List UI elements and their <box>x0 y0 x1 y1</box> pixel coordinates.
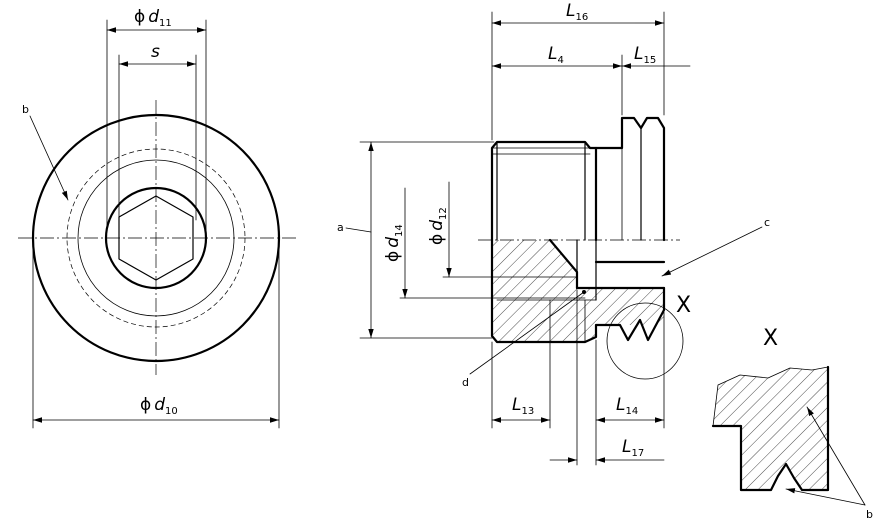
label-L4: L4 <box>548 44 564 66</box>
callout-b-detail: b <box>866 508 873 521</box>
callout-a: a <box>337 221 344 234</box>
detail-outline <box>711 365 830 492</box>
side-outline-top <box>490 140 598 242</box>
leader-a <box>345 227 372 233</box>
detail-circle-x <box>606 302 684 380</box>
detail-marker-x: X <box>676 293 691 318</box>
label-L14: L14 <box>616 395 638 417</box>
label-L15: L15 <box>634 44 656 66</box>
callout-b-left: b <box>22 103 29 116</box>
leader-d <box>469 291 585 375</box>
side-outline-bottom <box>490 238 666 344</box>
label-L13: L13 <box>512 395 534 417</box>
label-d14: ϕd14 <box>383 224 405 262</box>
callout-c: c <box>764 216 770 229</box>
leader-b-left <box>29 115 69 201</box>
label-L16: L16 <box>566 1 588 23</box>
label-s: s <box>151 42 160 62</box>
side-view: L16 L4 L15 ϕd14 ϕd12 L13 <box>337 1 770 466</box>
label-L17: L17 <box>622 437 644 459</box>
callout-d: d <box>462 376 469 389</box>
detail-title-x: X <box>763 326 778 351</box>
leader-c <box>661 226 763 277</box>
leader-b-detail-2 <box>785 488 866 506</box>
detail-view-x: X b <box>711 326 873 521</box>
leader-b-detail-1 <box>806 406 866 506</box>
section-hatch-groove <box>596 300 664 325</box>
section-hatch-body <box>492 240 664 342</box>
detail-hatch <box>713 367 828 490</box>
label-d12: ϕd12 <box>427 207 449 245</box>
